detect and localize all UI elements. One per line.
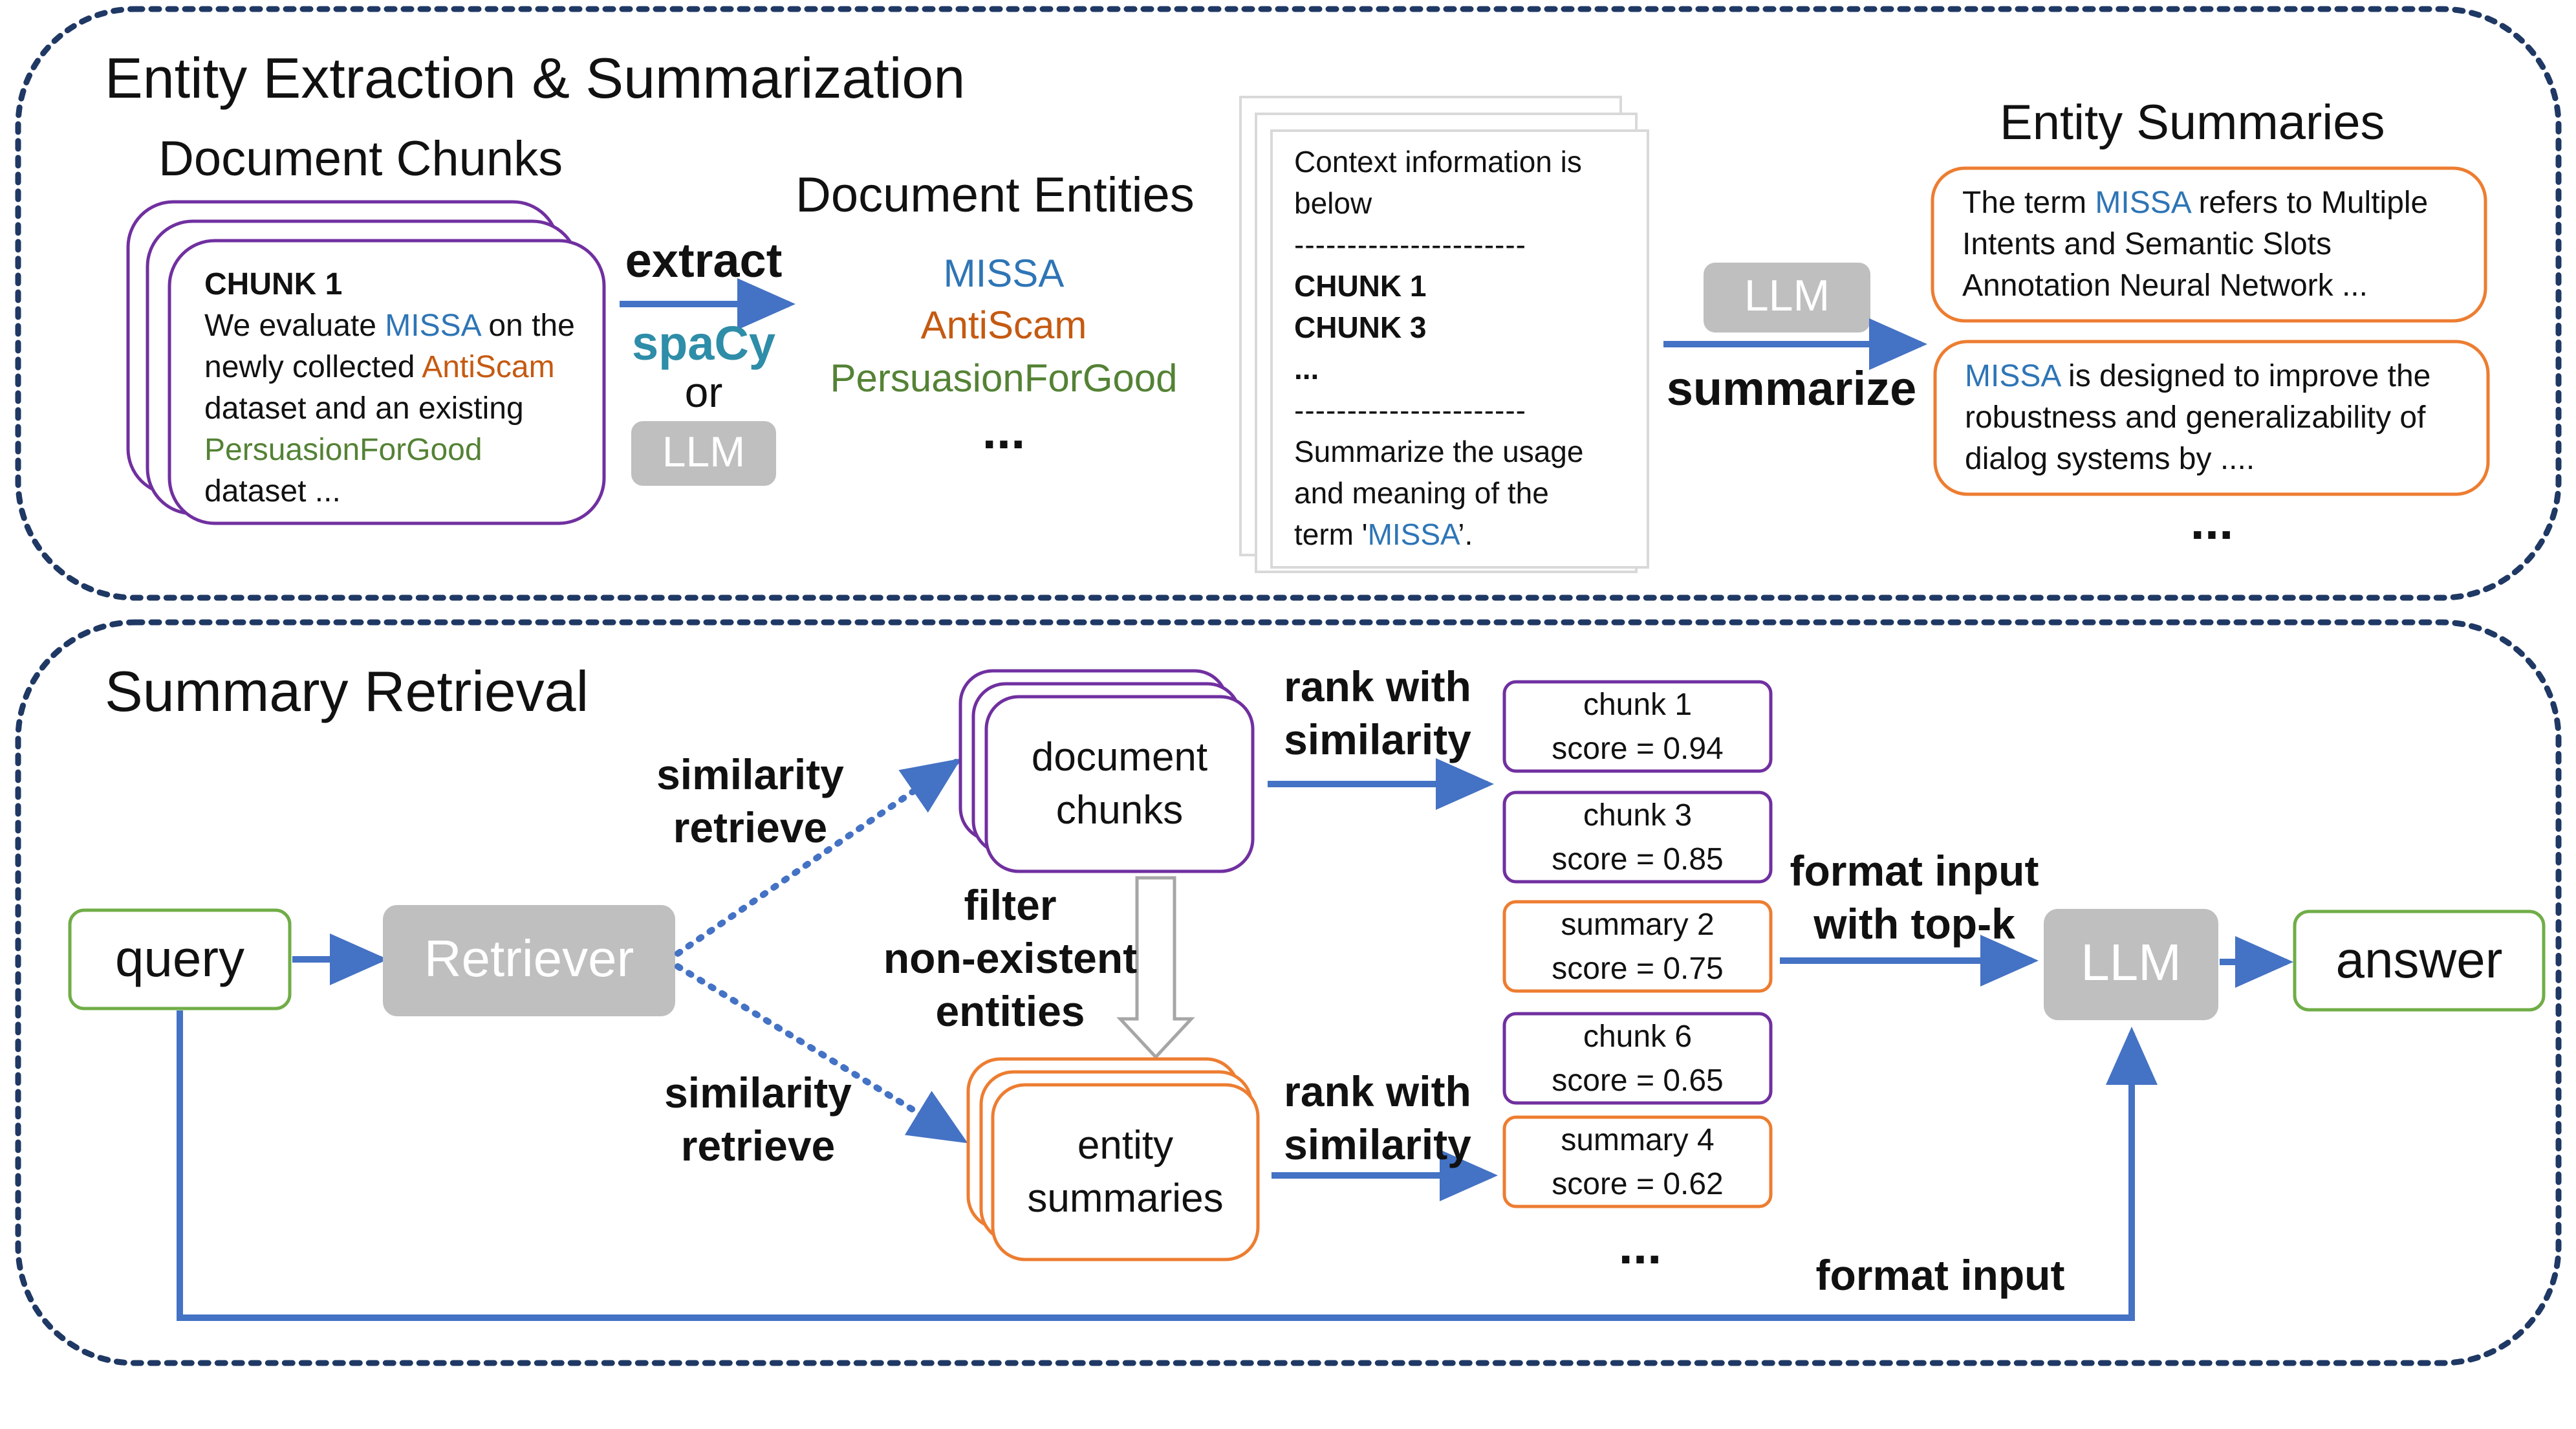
final-llm-label: LLM [2081,933,2181,991]
ranked-item-name: chunk 3 [1583,798,1693,833]
entity-summary-2-text: MISSA is designed to improve the robustn… [1965,359,2431,476]
ranked-item-3: summary 2 score = 0.75 [1504,903,1771,991]
similarity-retrieve-top-label: similarity retrieve [656,750,844,851]
prompt-box-text: Context information is below -----------… [1294,141,1583,555]
format-input-label: format input [1815,1251,2065,1299]
retrieve-summaries-dotted-arrow [675,963,968,1144]
summarize-label: summarize [1666,362,1917,415]
prompt-line-1: Context information is [1294,145,1582,179]
ranked-box-4 [1502,1012,1773,1105]
prompt-chunk-a: CHUNK 1 [1294,269,1427,303]
summarize-llm-box [1704,263,1870,333]
retriever-label: Retriever [424,930,634,987]
format-topk-label: format input with top-k [1790,847,2039,948]
retriever-box [383,905,675,1016]
ranked-box-1 [1502,680,1773,773]
ranked-item-2: chunk 3 score = 0.85 [1504,794,1771,882]
prompt-dashes-1: ---------------------- [1294,228,1527,261]
entity-summaries-more: ... [2190,492,2234,550]
extract-llm-box [631,421,776,486]
entity-summary-box-2 [1933,340,2490,496]
prompt-page-front [1270,129,1649,569]
answer-label: answer [2335,931,2503,988]
chunk-1-line-2: newly collected AntiScam [204,350,555,384]
top-panel-title: Entity Extraction & Summarization [105,46,966,110]
document-entities-title: Document Entities [796,168,1195,223]
ranked-item-5: summary 4 score = 0.62 [1504,1118,1771,1206]
ranked-box-2 [1502,791,1773,884]
extract-label: extract [625,234,783,287]
query-direct-format-arrow [177,1010,2158,1321]
summarize-llm-label: LLM [1744,271,1830,320]
prompt-chunk-b: CHUNK 3 [1294,311,1427,344]
retrieve-chunks-dotted-arrow [675,758,962,957]
chunk-1-line-5: dataset ... [204,474,341,508]
query-box [68,908,292,1010]
chunk-1-line-3: dataset and an existing [204,391,524,426]
chunk-1-text: CHUNK 1 We evaluate MISSA on the newly c… [204,264,575,512]
answer-box [2293,910,2546,1012]
prompt-line-5: term 'MISSA’. [1294,518,1473,551]
top-panel-border [15,6,2562,601]
entity-antiscam-inline: AntiScam [422,350,555,384]
entity-missa-inline: MISSA [385,309,480,343]
rank-top-label: rank with similarity [1284,662,1471,763]
ranked-item-score: score = 0.94 [1552,732,1724,766]
prompt-line-3: Summarize the usage [1294,435,1584,468]
ranked-box-3 [1502,900,1773,993]
ranked-results-boxes [1502,680,1773,1208]
prompt-line-4: and meaning of the [1294,476,1549,510]
entity-missa: MISSA [943,252,1065,295]
filter-label: filter non-existent entities [883,881,1138,1035]
spacy-label: spaCy [631,316,776,370]
prompt-line-2: below [1294,186,1372,220]
ranked-item-name: chunk 6 [1583,1020,1693,1054]
ranked-item-name: summary 4 [1561,1123,1715,1157]
chunk-1-line-1: We evaluate MISSA on the [204,309,575,343]
document-chunks-title: Document Chunks [158,131,563,186]
filter-hollow-arrow [1116,876,1195,1060]
bottom-panel-border [15,619,2562,1366]
final-llm-box [2044,909,2218,1020]
ranked-item-score: score = 0.65 [1552,1064,1724,1098]
extract-or-label: or [684,368,723,416]
ranked-item-4: chunk 6 score = 0.65 [1504,1015,1771,1103]
entity-persuasionforgood: PersuasionForGood [830,356,1178,400]
ranked-results-more: ... [1618,1217,1662,1274]
prompt-ellipsis: ... [1294,352,1319,386]
entity-summaries-stack-label: entity summaries [1027,1123,1224,1221]
ranked-item-name: chunk 1 [1583,688,1693,722]
doc-chunks-stack-front [984,695,1255,873]
prompt-dashes-2: ---------------------- [1294,393,1527,427]
document-entities-more: ... [982,402,1026,459]
entity-summary-1-text: The term MISSA refers to Multiple Intent… [1962,186,2429,303]
chunk-1-label: CHUNK 1 [204,267,343,301]
ranked-item-score: score = 0.62 [1552,1167,1724,1201]
document-chunks-stack-label: document chunks [1031,735,1208,833]
ranked-item-1: chunk 1 score = 0.94 [1504,683,1771,771]
ranked-box-5 [1502,1115,1773,1208]
ranked-item-score: score = 0.85 [1552,842,1724,877]
similarity-retrieve-bottom-label: similarity retrieve [664,1069,852,1170]
chunk-stack-front [168,239,606,525]
entity-summary-box-1 [1931,166,2487,323]
rank-bottom-label: rank with similarity [1284,1067,1471,1168]
entity-antiscam: AntiScam [920,303,1087,347]
query-label: query [114,930,245,987]
entity-summaries-stack-front [991,1083,1260,1261]
entity-persuasion-inline: PersuasionForGood [204,433,482,467]
ranked-item-name: summary 2 [1561,908,1715,942]
extract-llm-label: LLM [662,428,746,475]
bottom-panel-title: Summary Retrieval [105,659,589,723]
ranked-item-score: score = 0.75 [1552,952,1724,986]
entity-summaries-title: Entity Summaries [2000,95,2385,150]
